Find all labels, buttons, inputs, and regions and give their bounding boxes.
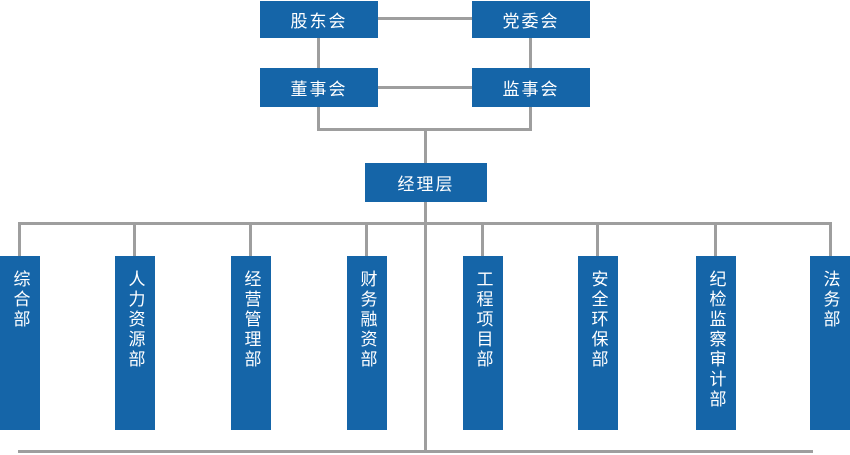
- connector-drop-hr: [133, 222, 136, 256]
- node-dept-general: 综合部: [0, 256, 40, 430]
- connector-management-trunk: [424, 202, 427, 451]
- connector-party-to-supervisors: [529, 38, 532, 68]
- connector-departments-horizontal: [19, 222, 832, 225]
- connector-to-management: [424, 131, 427, 163]
- node-dept-human-resources: 人力资源部: [115, 256, 155, 430]
- node-dept-engineering-projects: 工程项目部: [463, 256, 503, 430]
- node-dept-engineering-projects-label: 工程项目部: [473, 270, 493, 370]
- node-board-of-directors-label: 董事会: [290, 80, 348, 99]
- connector-level2-bracket: [317, 128, 532, 131]
- node-party-committee: 党委会: [472, 1, 590, 38]
- node-dept-safety-environment-label: 安全环保部: [588, 270, 608, 370]
- connector-drop-general: [18, 222, 21, 256]
- connector-supervisors-down: [529, 107, 532, 131]
- connector-drop-discipline: [714, 222, 717, 256]
- node-shareholders-meeting-label: 股东会: [290, 12, 348, 31]
- connector-shareholders-to-directors: [317, 38, 320, 68]
- node-supervisory-board: 监事会: [472, 68, 590, 107]
- connector-level2-horizontal: [378, 86, 472, 89]
- connector-drop-engineering: [481, 222, 484, 256]
- node-dept-legal: 法务部: [810, 256, 850, 430]
- node-shareholders-meeting: 股东会: [260, 1, 378, 38]
- connector-directors-down: [317, 107, 320, 131]
- connector-drop-finance: [365, 222, 368, 256]
- node-dept-finance-financing: 财务融资部: [347, 256, 387, 430]
- node-dept-human-resources-label: 人力资源部: [125, 270, 145, 370]
- node-party-committee-label: 党委会: [502, 12, 560, 31]
- node-dept-safety-environment: 安全环保部: [578, 256, 618, 430]
- connector-level1-horizontal: [378, 17, 472, 20]
- node-dept-general-label: 综合部: [10, 270, 30, 330]
- connector-drop-operations: [249, 222, 252, 256]
- node-dept-discipline-inspection-audit: 纪检监察审计部: [696, 256, 736, 430]
- node-dept-discipline-inspection-audit-label: 纪检监察审计部: [706, 270, 726, 410]
- connector-drop-legal: [829, 222, 832, 256]
- node-board-of-directors: 董事会: [260, 68, 378, 107]
- node-dept-legal-label: 法务部: [820, 270, 840, 330]
- node-management-level-label: 经理层: [397, 175, 455, 194]
- node-dept-operations-management: 经营管理部: [231, 256, 271, 430]
- node-management-level: 经理层: [365, 163, 487, 202]
- node-dept-finance-financing-label: 财务融资部: [357, 270, 377, 370]
- node-dept-operations-management-label: 经营管理部: [241, 270, 261, 370]
- node-supervisory-board-label: 监事会: [502, 80, 560, 99]
- connector-drop-safety: [596, 222, 599, 256]
- bottom-baseline: [18, 450, 813, 453]
